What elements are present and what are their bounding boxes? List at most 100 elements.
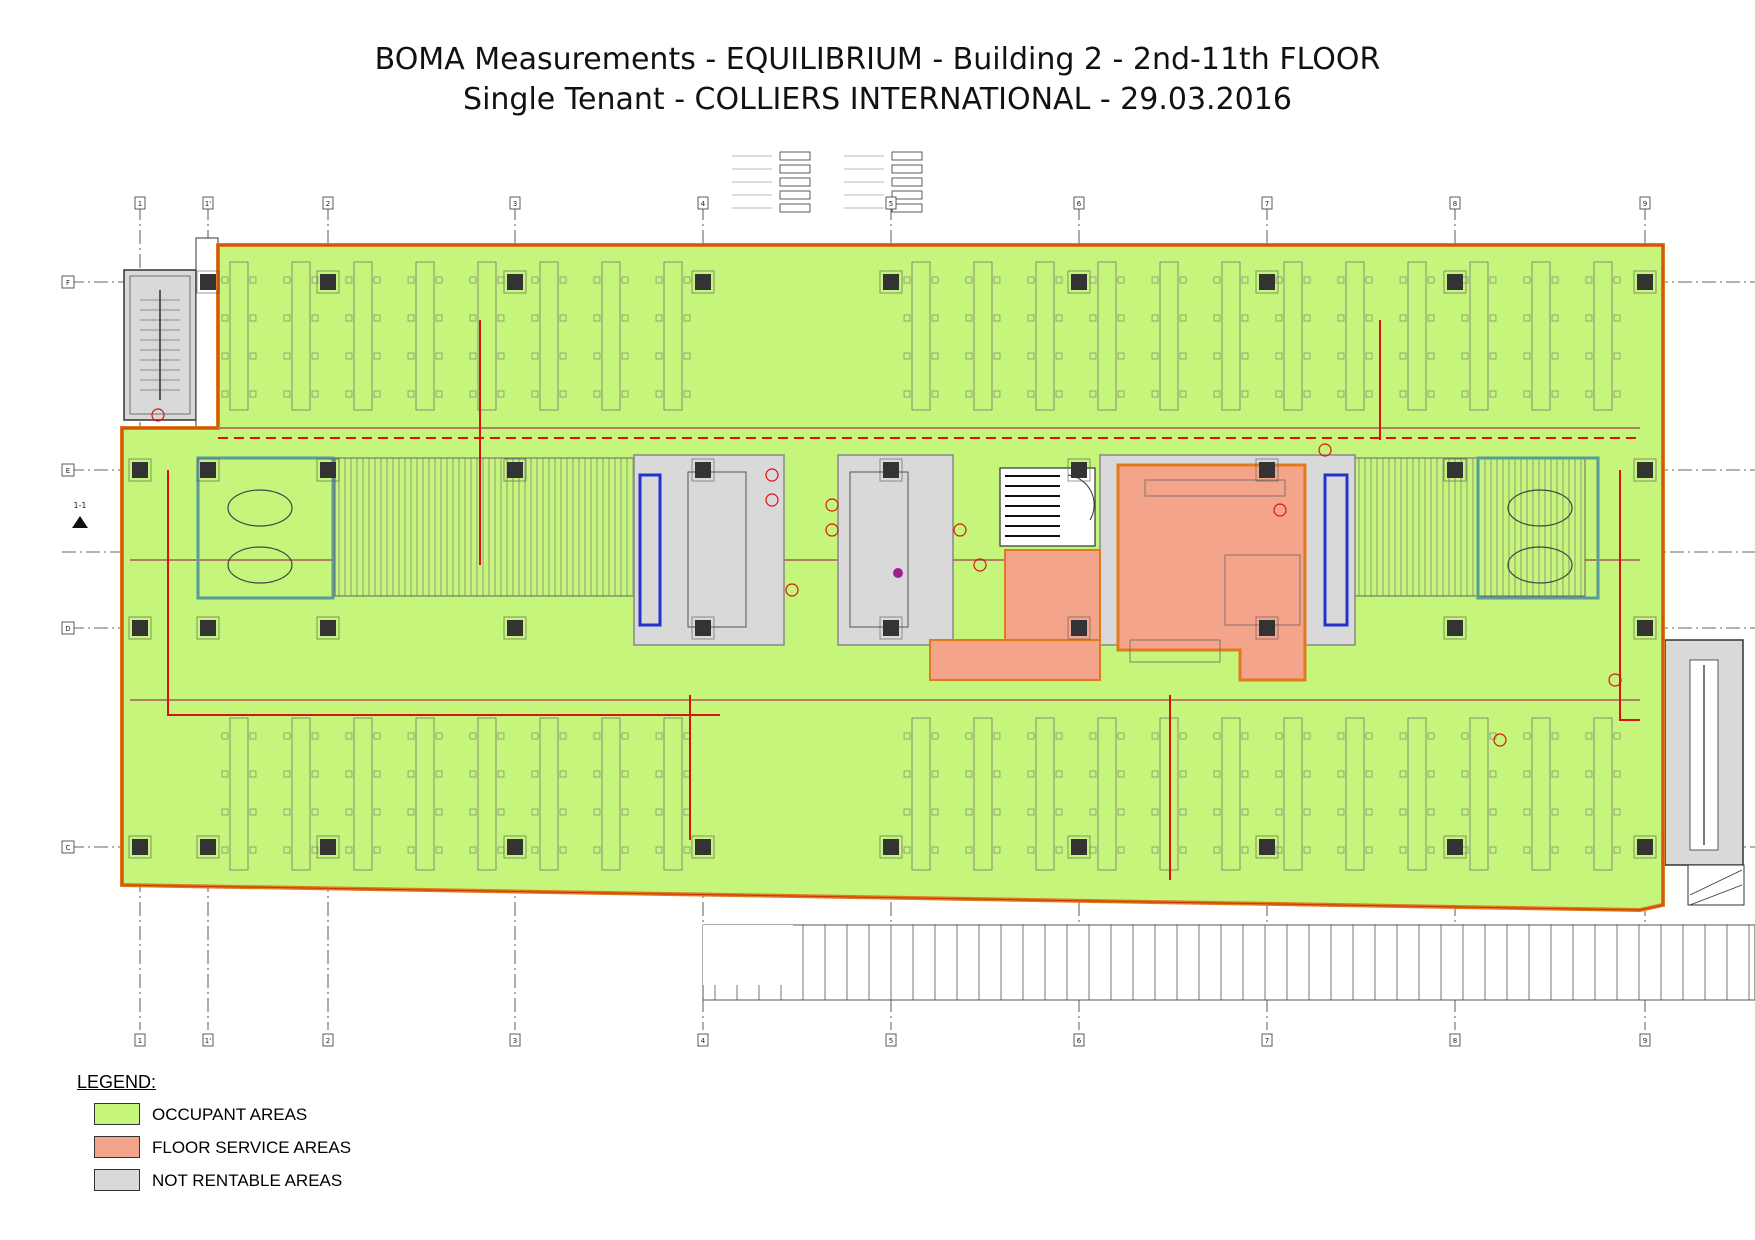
chair — [1027, 314, 1035, 322]
column — [200, 274, 216, 290]
chair — [249, 732, 257, 740]
column — [507, 620, 523, 636]
chair — [1241, 732, 1249, 740]
desk-block — [1531, 261, 1551, 411]
chair — [655, 352, 663, 360]
chair — [1179, 808, 1187, 816]
desk-block — [1593, 261, 1613, 411]
chair — [559, 352, 567, 360]
chair — [1151, 808, 1159, 816]
chair — [903, 390, 911, 398]
chair — [1461, 390, 1469, 398]
chair — [1241, 314, 1249, 322]
chair — [993, 276, 1001, 284]
chair — [497, 808, 505, 816]
chair — [249, 352, 257, 360]
chair — [311, 846, 319, 854]
grid-label-col: 9 — [1643, 1037, 1647, 1045]
chair — [1117, 390, 1125, 398]
chair — [1585, 732, 1593, 740]
chair — [283, 390, 291, 398]
chair — [1551, 276, 1559, 284]
chair — [469, 808, 477, 816]
chair — [373, 732, 381, 740]
legend: LEGEND: OCCUPANT AREAS FLOOR SERVICE ARE… — [77, 1072, 351, 1202]
desk-block — [973, 717, 993, 871]
desk-clusters-north — [221, 261, 1621, 411]
desk-block — [291, 261, 311, 411]
chair — [1489, 276, 1497, 284]
chair — [1523, 846, 1531, 854]
chair — [435, 808, 443, 816]
chair — [1461, 314, 1469, 322]
chair — [345, 390, 353, 398]
desk-block — [353, 717, 373, 871]
chair — [1523, 276, 1531, 284]
chair — [993, 846, 1001, 854]
chair — [593, 390, 601, 398]
grid-label-col: 3 — [513, 1037, 517, 1045]
chair — [1337, 276, 1345, 284]
chair — [1613, 352, 1621, 360]
chair — [1337, 390, 1345, 398]
chair — [469, 314, 477, 322]
chair — [683, 276, 691, 284]
chair — [1365, 276, 1373, 284]
chair — [559, 846, 567, 854]
column — [883, 839, 899, 855]
column — [1259, 839, 1275, 855]
chair — [469, 732, 477, 740]
schedule-cell — [891, 164, 923, 174]
section-marker-label: 1-1 — [73, 501, 86, 510]
chair — [1275, 276, 1283, 284]
chair — [1365, 314, 1373, 322]
chair — [1213, 352, 1221, 360]
chair — [1275, 770, 1283, 778]
chair — [1461, 352, 1469, 360]
column — [320, 620, 336, 636]
chair — [903, 276, 911, 284]
chair — [1551, 808, 1559, 816]
chair — [1585, 276, 1593, 284]
desk-block — [1345, 261, 1365, 411]
grid-bubble-col — [1073, 1033, 1085, 1047]
chair — [1089, 352, 1097, 360]
column — [1447, 620, 1463, 636]
grid-bubble-col — [1073, 196, 1085, 210]
chair — [1213, 276, 1221, 284]
column — [695, 839, 711, 855]
desk-block — [1283, 717, 1303, 871]
chair — [965, 314, 973, 322]
chair — [931, 314, 939, 322]
schedule-cell — [779, 164, 811, 174]
chair — [1613, 846, 1621, 854]
column — [1259, 462, 1275, 478]
chair — [373, 770, 381, 778]
meeting-room-east — [1476, 456, 1600, 600]
chair — [469, 390, 477, 398]
chair — [931, 276, 939, 284]
chair — [1337, 314, 1345, 322]
grid-label-col: 2 — [326, 200, 330, 208]
chair — [683, 390, 691, 398]
chair — [373, 352, 381, 360]
chair — [931, 390, 939, 398]
chair — [593, 732, 601, 740]
chair — [497, 352, 505, 360]
desk-block — [1097, 717, 1117, 871]
grid-label-col: 1 — [138, 200, 142, 208]
chair — [903, 352, 911, 360]
desk-block — [539, 261, 559, 411]
chair — [593, 314, 601, 322]
chair — [931, 732, 939, 740]
chair — [903, 808, 911, 816]
area-schedule-table — [732, 151, 923, 213]
chair — [559, 770, 567, 778]
chair — [345, 846, 353, 854]
chair — [283, 770, 291, 778]
chair — [1117, 352, 1125, 360]
chair — [345, 314, 353, 322]
grid-bubble-row — [61, 275, 75, 289]
chair — [1365, 352, 1373, 360]
chair — [1613, 770, 1621, 778]
